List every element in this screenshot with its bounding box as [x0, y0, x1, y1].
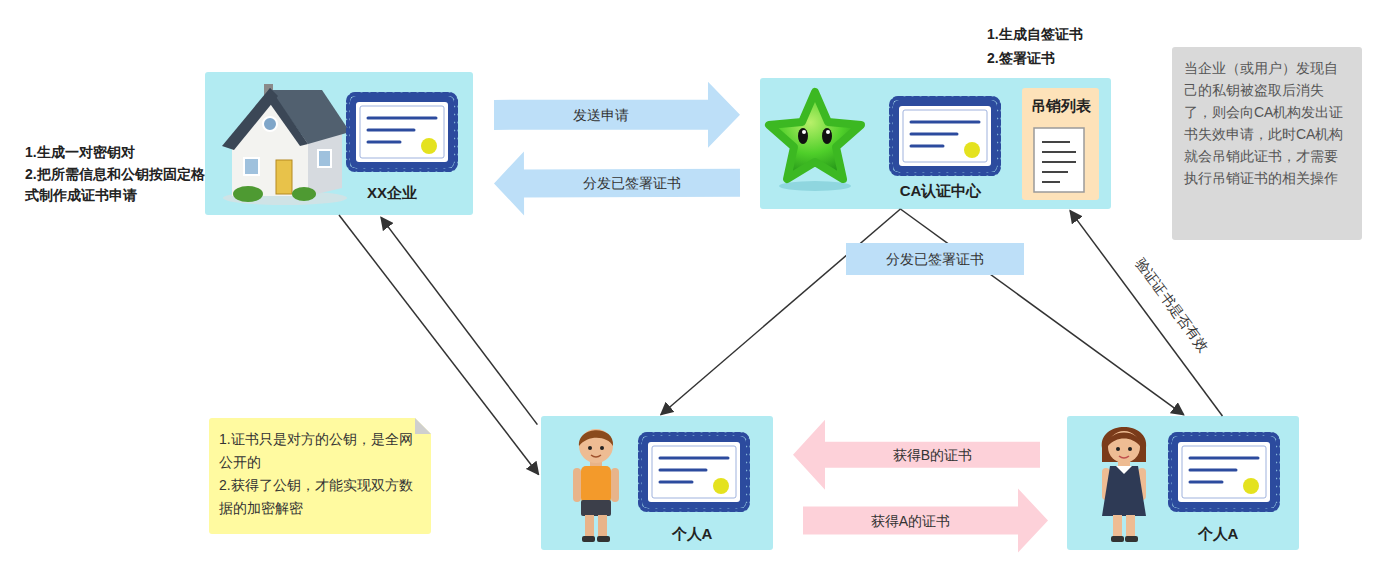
entity-box: CA认证中心 吊销列表 [760, 78, 1111, 209]
block-arrow [803, 489, 1048, 553]
block-arrow [494, 82, 740, 148]
edge-label: 分发已签署证书 [581, 174, 683, 192]
edge-label: 验证证书是否有效 [1130, 252, 1215, 357]
node-text: 2.获得了公钥，才能实现双方数据的加密解密 [219, 474, 413, 520]
node-text: CA认证中心 [900, 181, 982, 201]
node-text: 1.证书只是对方的公钥，是全网公开的 [219, 428, 413, 474]
node-text: 当企业（或用户）发现自己的私钥被盗取后消失了，则会向CA机构发出证书失效申请，此… [1184, 57, 1350, 189]
entity-box: 个人A [541, 416, 773, 550]
edge-label: 获得A的证书 [869, 512, 952, 530]
edge-label: 分发已签署证书 [846, 243, 1024, 275]
step-note: 2.把所需信息和公钥按固定格式制作成证书申请 [25, 164, 205, 206]
entity-box: 个人A [1067, 416, 1299, 550]
connector [661, 209, 901, 415]
step-note: 1.生成一对密钥对 [25, 142, 215, 163]
list-box: 吊销列表 [1022, 88, 1099, 200]
node-text: 个人A [1198, 524, 1239, 544]
node-text: 吊销列表 [1031, 96, 1091, 116]
note-box: 当企业（或用户）发现自己的私钥被盗取后消失了，则会向CA机构发出证书失效申请，此… [1172, 47, 1362, 240]
edge-label: 获得B的证书 [891, 446, 974, 464]
step-note: 2.签署证书 [987, 48, 1147, 69]
step-note: 1.生成自签证书 [987, 24, 1147, 45]
node-text: XX企业 [367, 183, 417, 203]
block-arrow [793, 420, 1040, 490]
entity-box: XX企业 [205, 72, 473, 215]
connector [1070, 211, 1222, 416]
connector [381, 217, 537, 424]
sticky-note: 1.证书只是对方的公钥，是全网公开的2.获得了公钥，才能实现双方数据的加密解密 [209, 418, 431, 534]
edge-label: 发送申请 [571, 106, 631, 124]
node-text: 个人A [672, 524, 713, 544]
block-arrow [494, 151, 740, 215]
connector [900, 209, 1183, 415]
